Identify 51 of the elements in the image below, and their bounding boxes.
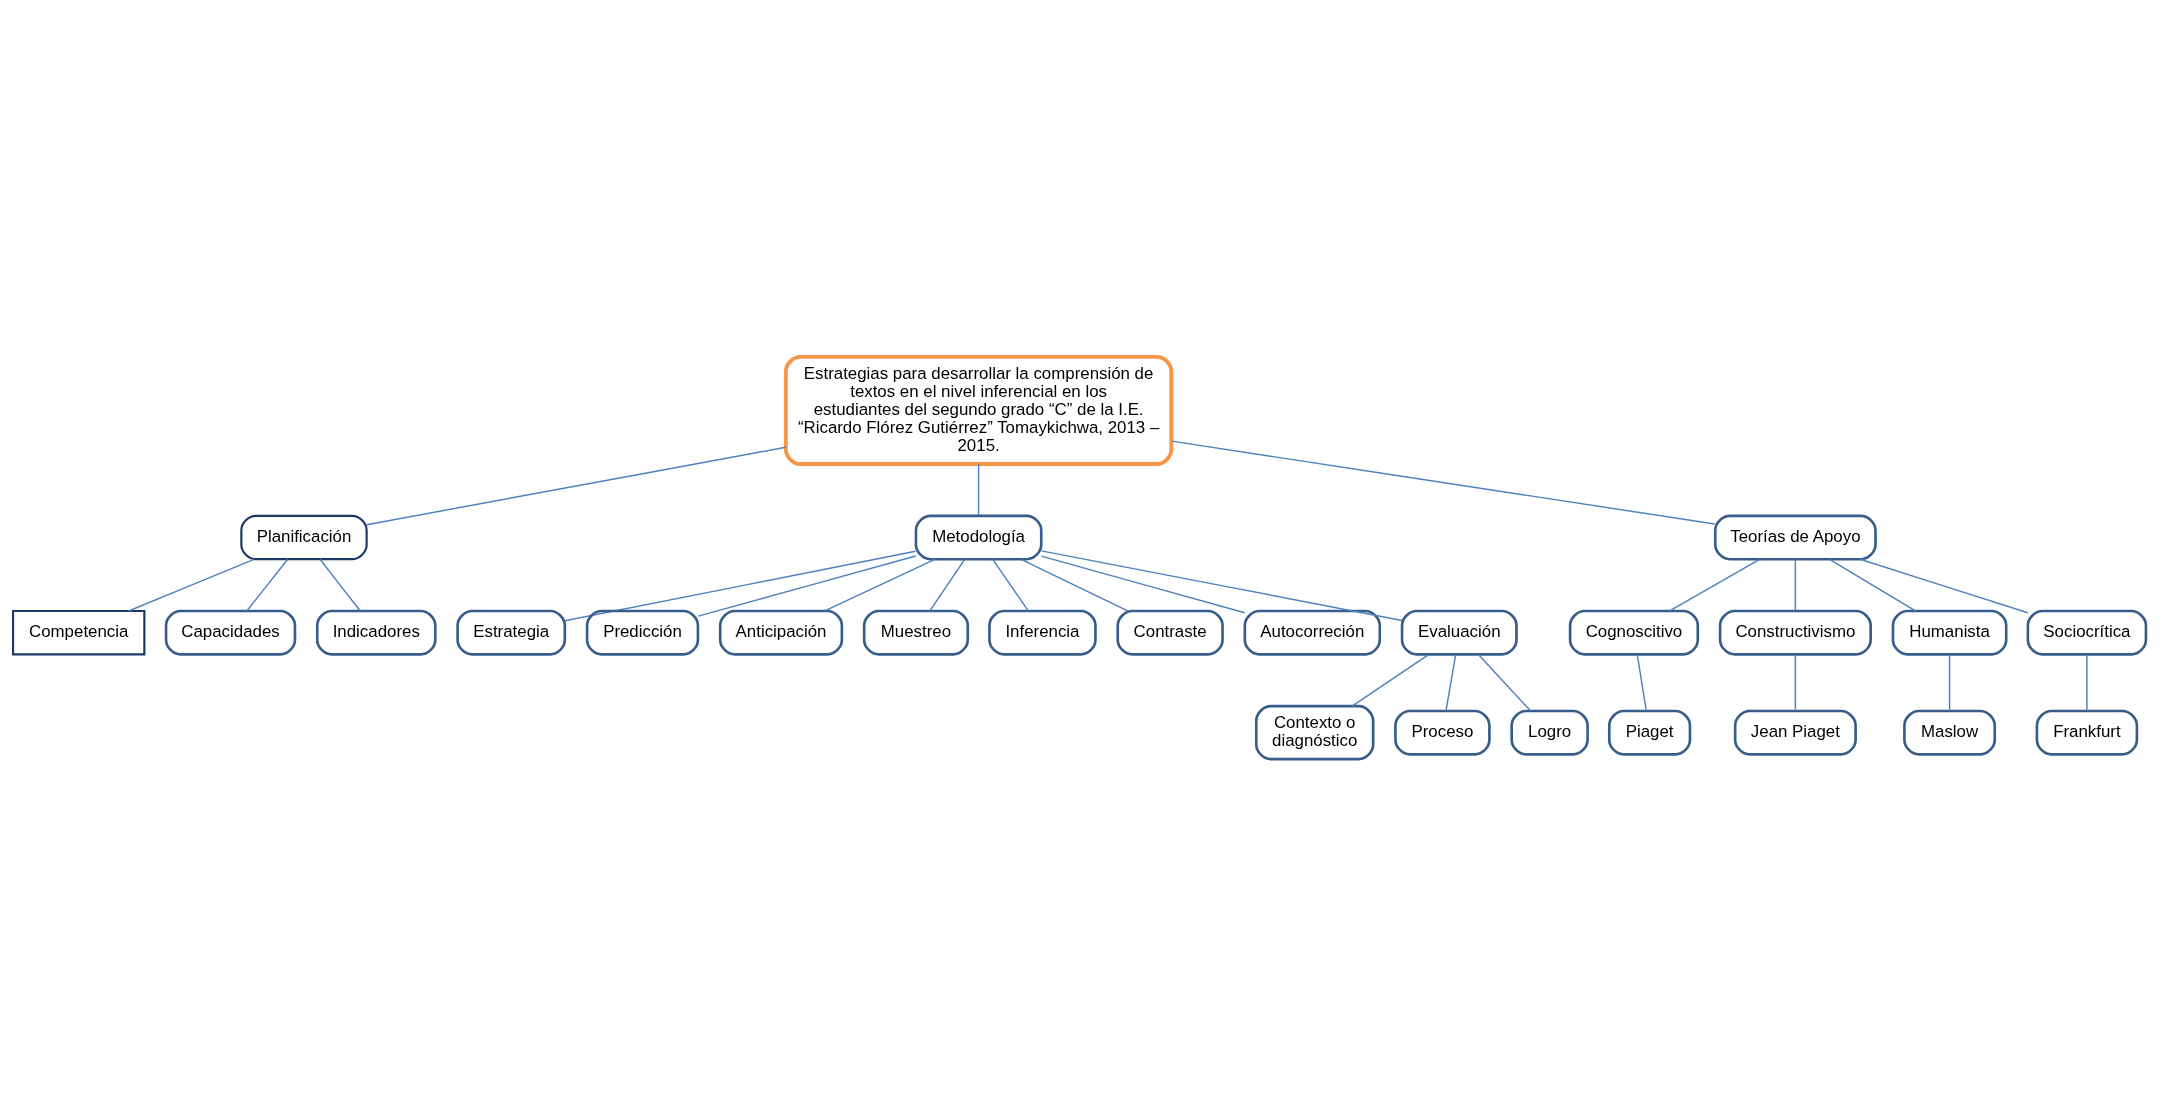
connector <box>929 558 966 612</box>
node-box: Contexto o diagnóstico <box>1254 704 1375 760</box>
node-box: Capacidades <box>164 609 297 656</box>
node-box: Autocorreción <box>1243 609 1382 656</box>
node-box: Constructivismo <box>1718 609 1872 656</box>
node-box: Proceso <box>1394 709 1491 756</box>
node-box: Evaluación <box>1400 609 1518 656</box>
node-box: Contraste <box>1116 609 1224 656</box>
connector <box>366 446 787 525</box>
node-box: Humanista <box>1891 609 2008 656</box>
connector <box>1040 549 1403 621</box>
node-box: Sociocrítica <box>2026 609 2148 656</box>
node-box: Competencia <box>11 609 146 655</box>
node-box: Jean Piaget <box>1733 709 1857 756</box>
connector <box>1668 558 1761 612</box>
connector <box>824 558 936 612</box>
node-box: Teorías de Apoyo <box>1713 514 1877 561</box>
connector <box>1828 558 1917 612</box>
connector <box>1040 554 1246 613</box>
connector <box>564 550 917 622</box>
connector <box>246 558 289 612</box>
node-box: Muestreo <box>862 609 970 656</box>
node-box: Logro <box>1510 709 1589 756</box>
connector <box>1948 653 1951 712</box>
node-box: Cognoscitivo <box>1568 609 1700 656</box>
connector <box>697 554 917 617</box>
connector <box>1445 653 1457 712</box>
connector <box>1170 439 1716 525</box>
connector <box>1859 558 2029 613</box>
node-box: Estrategia <box>456 609 567 656</box>
node-box: Frankfurt <box>2035 709 2139 756</box>
node-box: Inferencia <box>988 609 1097 656</box>
connector <box>1020 558 1129 612</box>
node-box: Maslow <box>1903 709 1997 756</box>
node-box: Piaget <box>1607 709 1692 756</box>
node-box: Indicadores <box>315 609 437 656</box>
node-box: Estrategias para desarrollar la comprensión de textos en el nivel inferencial en los estudiantes del segundo grado “C” de la I.E. “Ricardo Flórez Gutiérrez” Tomaykichwa, 2013 – 2015. <box>783 354 1174 466</box>
connector <box>1636 653 1648 712</box>
connector <box>127 558 255 612</box>
node-box: Predicción <box>585 609 700 656</box>
connector <box>1794 558 1797 612</box>
connector <box>977 462 980 516</box>
connector <box>1351 653 1430 707</box>
node-box: Anticipación <box>718 609 844 656</box>
connector <box>319 558 361 612</box>
connector <box>1477 653 1532 712</box>
connector <box>1794 653 1797 712</box>
connector <box>992 558 1030 612</box>
node-box: Planificación <box>240 514 368 560</box>
connector <box>2086 653 2088 712</box>
node-box: Metodología <box>914 514 1043 561</box>
